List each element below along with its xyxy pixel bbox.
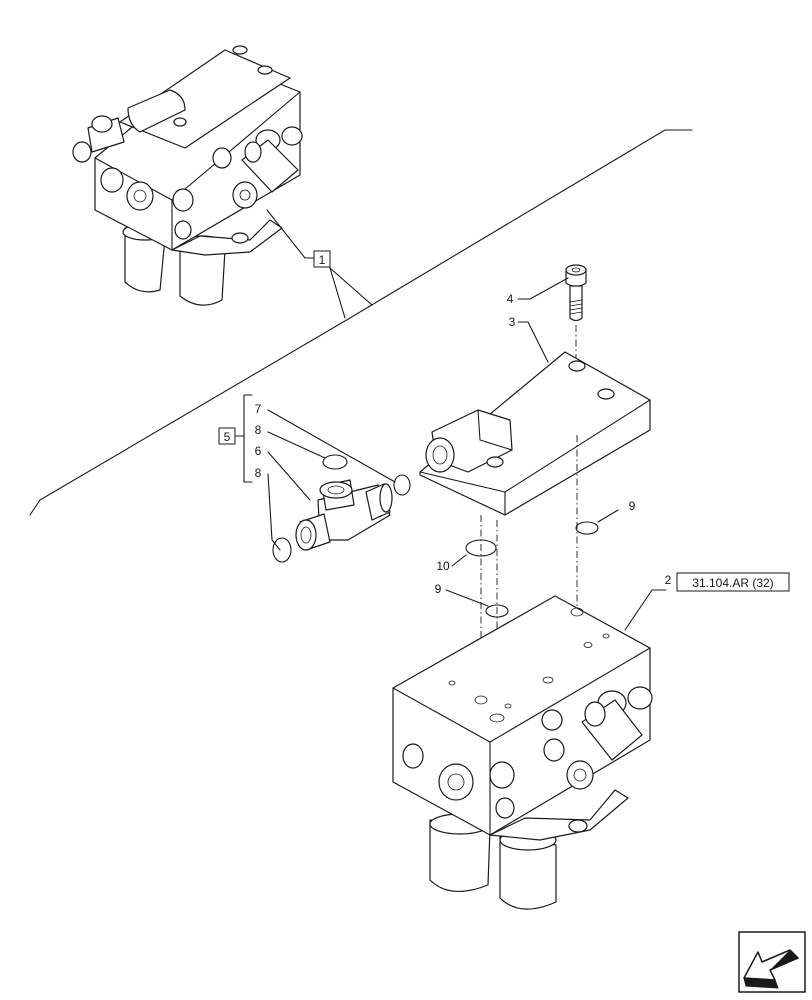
- o-ring-9-upper: [575, 521, 599, 535]
- o-ring-8-upper: [322, 454, 348, 470]
- callout-8a-label: 8: [255, 423, 262, 437]
- callout-4-label: 4: [507, 292, 514, 306]
- section-divider-line: [29, 129, 693, 516]
- callout-2-reference: 31.104.AR (32): [676, 572, 790, 592]
- tee-fitting-part: [295, 479, 393, 551]
- callout-3-label: 3: [509, 315, 516, 329]
- bolt-part: [565, 264, 587, 322]
- cover-plate-part: [419, 351, 651, 516]
- callout-5: 5: [218, 427, 236, 445]
- callout-7-label: 7: [255, 402, 262, 416]
- lower-valve-block-part: [392, 595, 653, 910]
- callout-10-label: 10: [436, 559, 450, 573]
- complete-valve-assembly-illustration: [72, 45, 303, 306]
- callout-1: 1: [313, 250, 331, 268]
- o-ring-9-lower: [485, 604, 509, 618]
- o-ring-7: [393, 474, 411, 496]
- leader-line-1c: [329, 267, 346, 319]
- leader-line-1: [266, 209, 316, 259]
- callout-9b-label: 9: [435, 582, 442, 596]
- group-bracket: [243, 394, 253, 483]
- leader-line-1b: [329, 267, 373, 306]
- bottom-left-arrow-icon[interactable]: [738, 931, 806, 993]
- callout-8b-label: 8: [255, 466, 262, 480]
- callout-6-label: 6: [255, 444, 262, 458]
- callout-1-label: 1: [319, 253, 326, 267]
- callout-9a-label: 9: [629, 499, 636, 513]
- o-ring-10: [465, 539, 497, 557]
- callout-2-label: 2: [665, 573, 672, 587]
- callout-2-reference-label: 31.104.AR (32): [692, 576, 773, 590]
- o-ring-8-lower: [272, 537, 292, 563]
- callout-5-label: 5: [224, 430, 231, 444]
